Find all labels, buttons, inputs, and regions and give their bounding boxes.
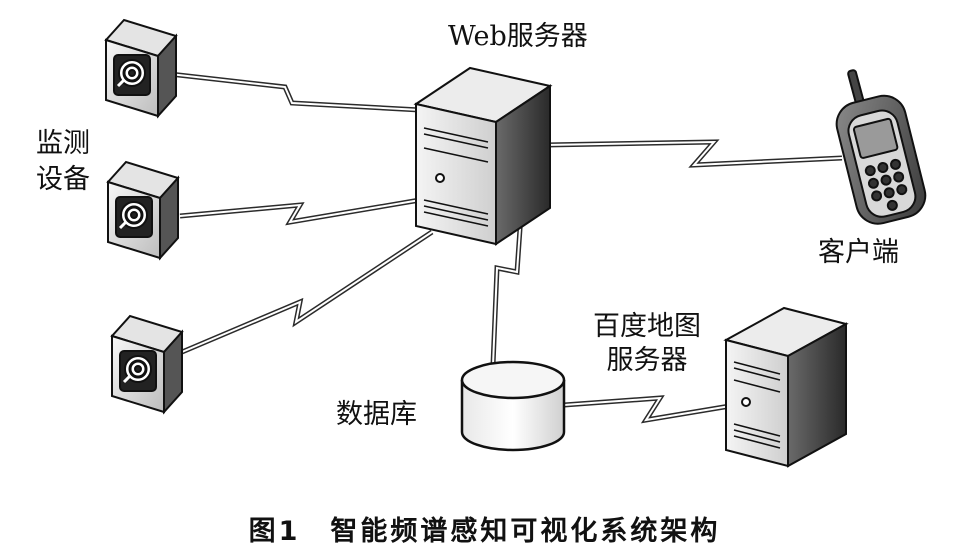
monitor-device-3-icon [110, 314, 184, 415]
web-server-icon [413, 66, 553, 246]
figure-caption: 图1 智能频谱感知可视化系统架构 [248, 516, 721, 547]
diagram-canvas [104, 18, 927, 468]
database-cylinder-icon [460, 360, 566, 452]
web-server-label: Web服务器 [448, 21, 588, 52]
link-webserver-client [544, 139, 843, 168]
link-device2-webserver [179, 197, 421, 226]
link-device3-webserver [181, 229, 434, 355]
monitor-device-2-icon [106, 160, 180, 261]
database-label: 数据库 [336, 399, 417, 430]
monitor-devices-label: 监测设备 [36, 128, 90, 195]
baidu-map-server-label: 百度地图服务器 [593, 311, 701, 376]
baidu-map-server-icon [723, 306, 849, 468]
client-label: 客户端 [818, 237, 899, 268]
mobile-phone-icon [835, 69, 927, 225]
monitor-device-1-icon [104, 18, 178, 119]
